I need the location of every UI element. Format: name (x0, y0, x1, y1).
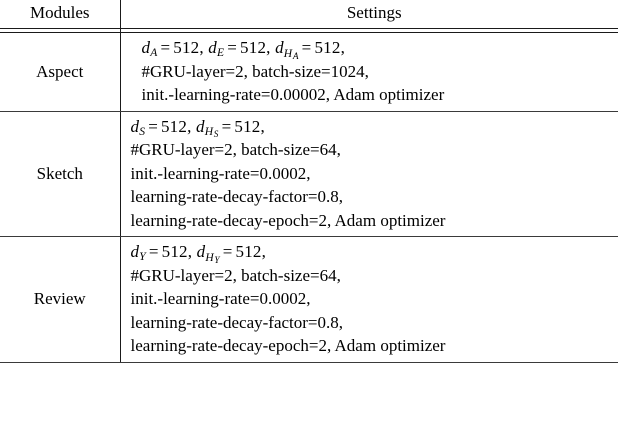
settings-line: learning-rate-decay-epoch=2, Adam optimi… (130, 210, 446, 230)
module-name-cell: Aspect (0, 32, 120, 112)
column-header-modules: Modules (0, 0, 120, 30)
settings-cell: dA=512, dE=512, dHA=512,#GRU-layer=2, ba… (119, 32, 618, 112)
settings-line: learning-rate-decay-epoch=2, Adam optimi… (130, 336, 446, 356)
settings-line: init.-learning-rate=0.00002, Adam optimi… (141, 85, 445, 105)
settings-line: #GRU-layer=2, batch-size=1024, (141, 61, 369, 81)
header-row: Modules Settings (0, 0, 618, 30)
settings-line-group: dY=512, dHY=512,#GRU-layer=2, batch-size… (131, 237, 618, 362)
settings-line: learning-rate-decay-factor=0.8, (130, 312, 344, 332)
settings-line: #GRU-layer=2, batch-size=64, (130, 265, 341, 285)
settings-line-group: dA=512, dE=512, dHA=512,#GRU-layer=2, ba… (131, 33, 618, 111)
header-double-rule (0, 28, 618, 34)
settings-line: learning-rate-decay-factor=0.8, (130, 187, 344, 207)
settings-line: dS=512, dHS=512, (130, 116, 265, 140)
module-name-cell: Sketch (0, 111, 120, 238)
settings-line: dY=512, dHY=512, (130, 242, 267, 265)
settings-line: init.-learning-rate=0.0002, (130, 163, 311, 183)
settings-cell: dS=512, dHS=512,#GRU-layer=2, batch-size… (119, 111, 618, 238)
table-header: Modules Settings (0, 0, 618, 34)
settings-line: init.-learning-rate=0.0002, (130, 289, 311, 309)
module-name-cell: Review (0, 236, 120, 363)
settings-line: #GRU-layer=2, batch-size=64, (130, 140, 341, 160)
column-header-settings: Settings (119, 0, 618, 30)
settings-cell: dY=512, dHY=512,#GRU-layer=2, batch-size… (119, 236, 618, 363)
settings-line-group: dS=512, dHS=512,#GRU-layer=2, batch-size… (131, 112, 618, 237)
settings-line: dA=512, dE=512, dHA=512, (141, 38, 346, 61)
